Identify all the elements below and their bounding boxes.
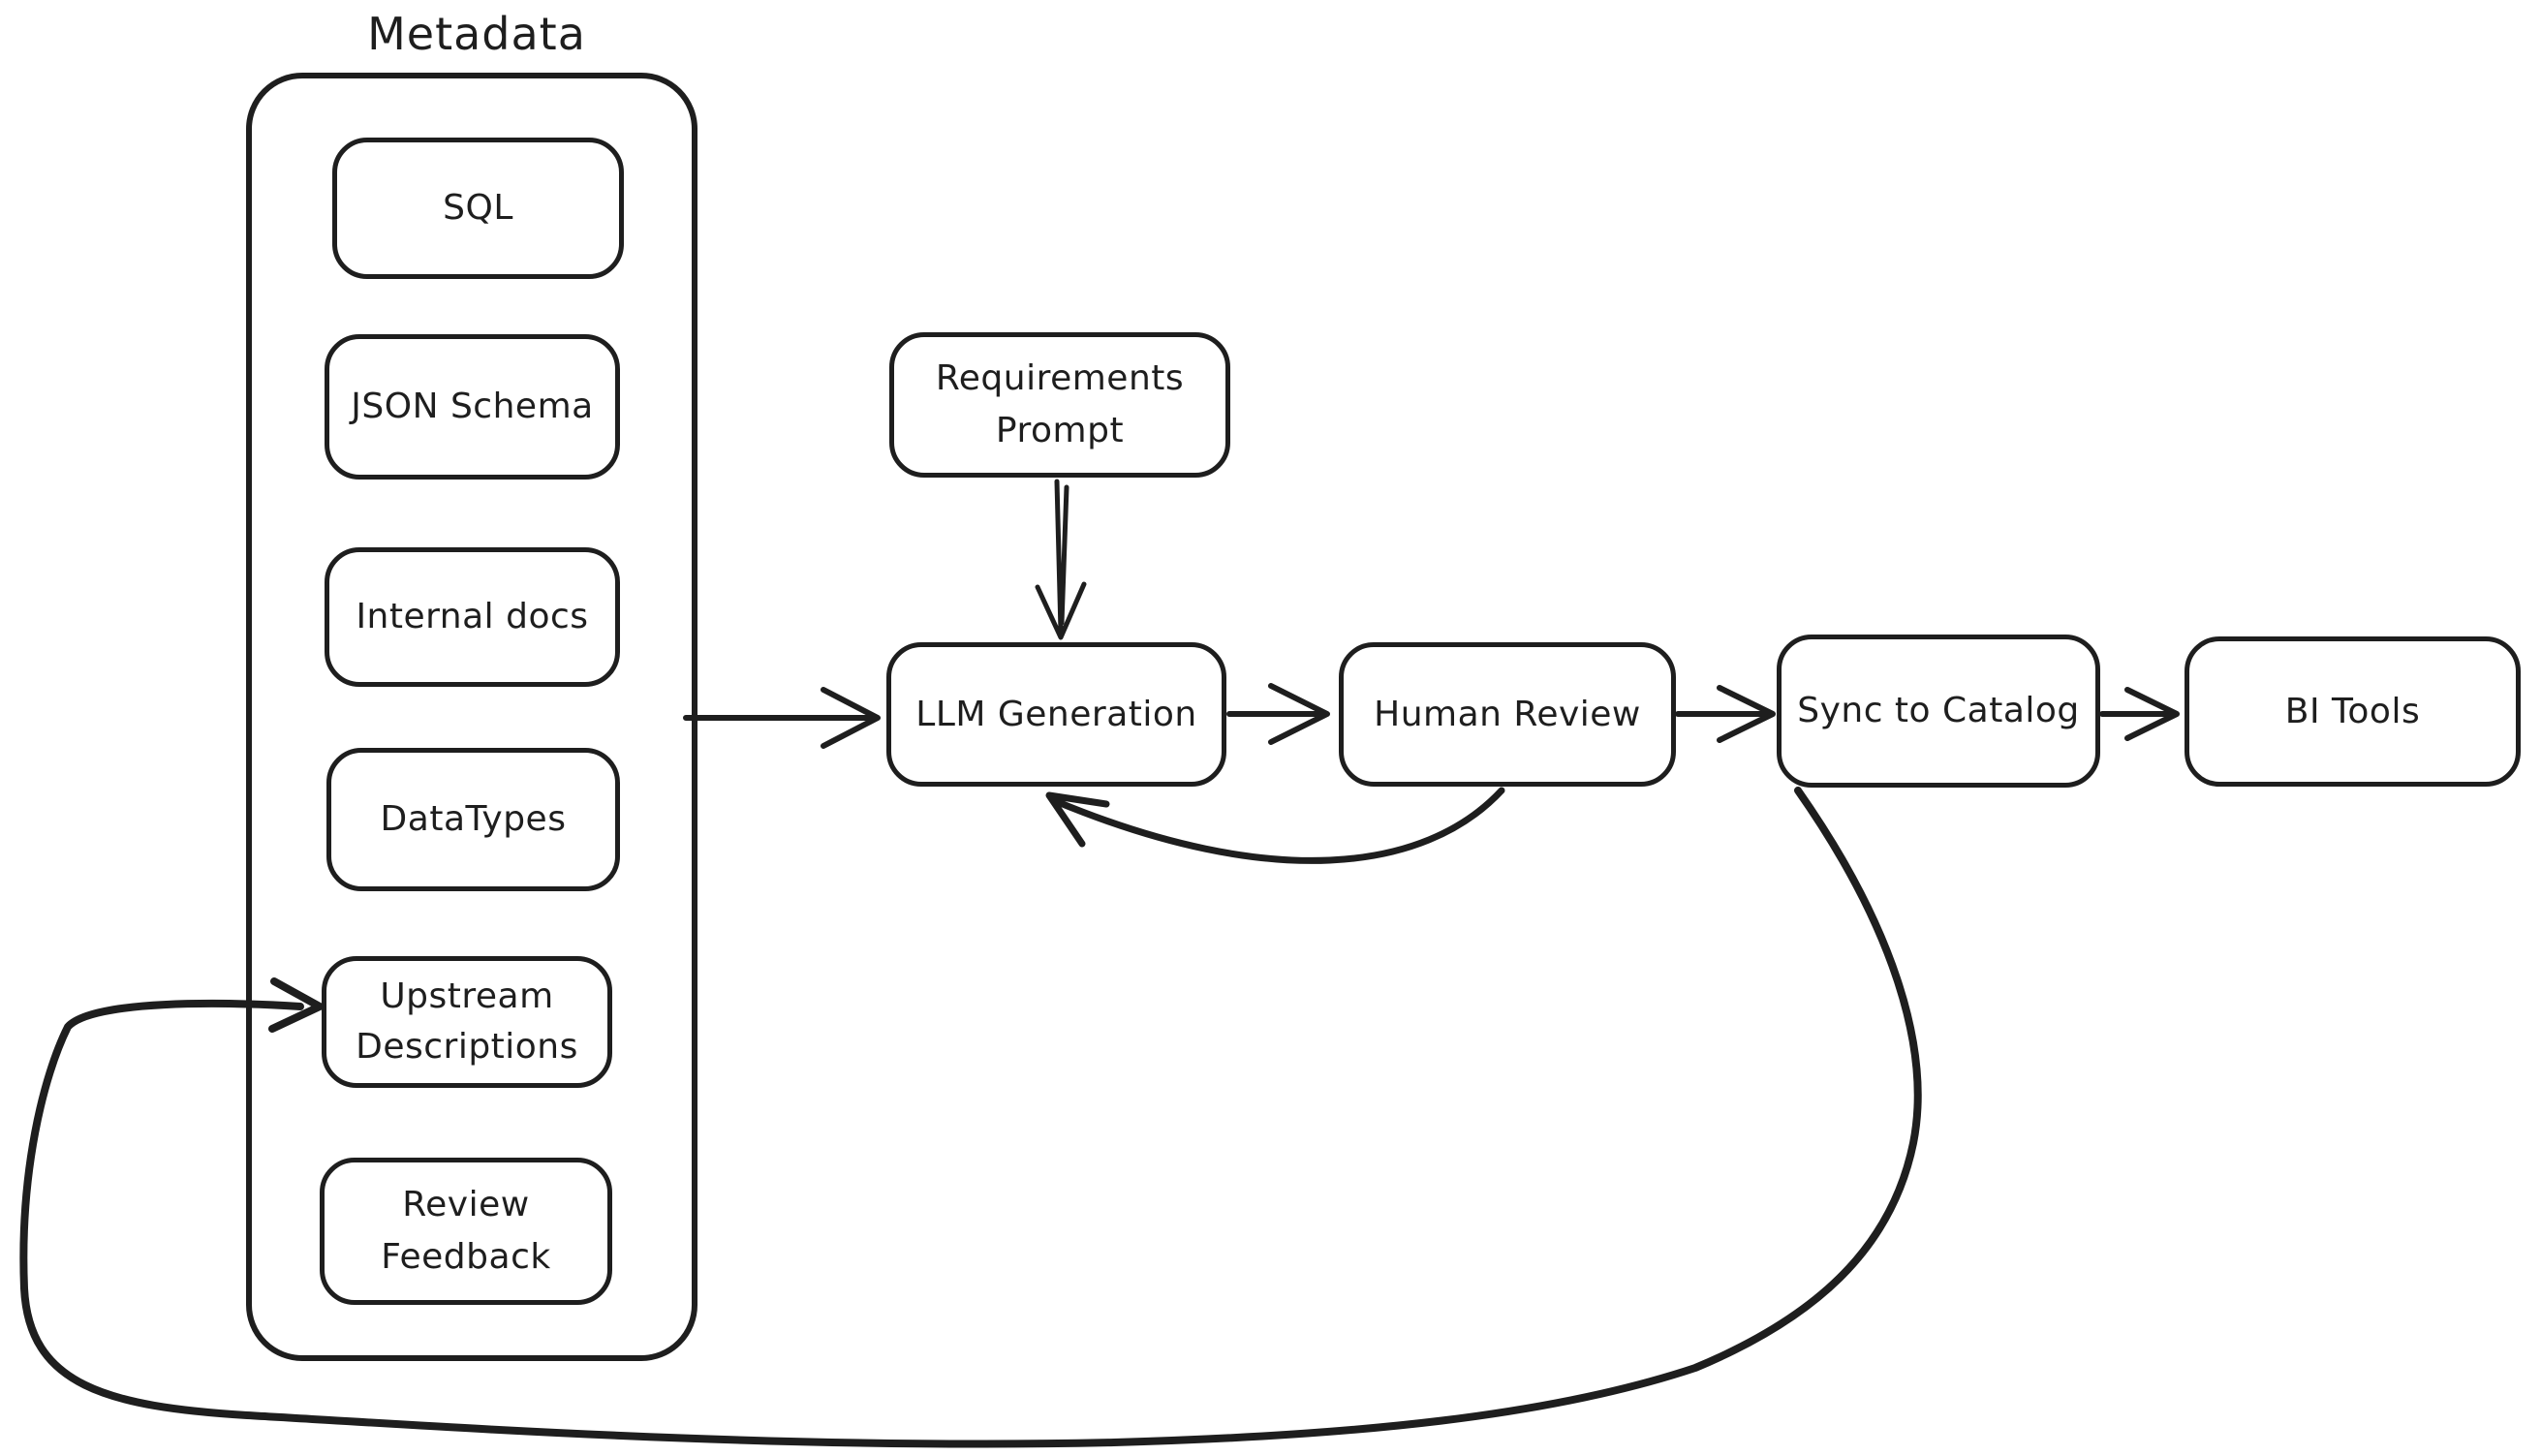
node-human-review: Human Review [1339, 642, 1676, 787]
edge-llm-generation-to-human-review [1226, 683, 1330, 745]
edge-human-review-to-sync-to-catalog [1675, 685, 1776, 743]
metadata-group-frame [246, 73, 697, 1361]
node-sql: SQL [332, 138, 624, 279]
node-requirements-prompt: Requirements Prompt [889, 332, 1230, 478]
node-internal-docs: Internal docs [325, 547, 620, 687]
node-datatypes: DataTypes [326, 748, 620, 891]
edge-sync-to-catalog-to-upstream-descriptions-loop [19, 787, 1922, 1448]
node-bi-tools: BI Tools [2185, 636, 2521, 787]
node-review-feedback: Review Feedback [320, 1158, 612, 1305]
edge-sync-to-catalog-to-bi-tools [2099, 687, 2180, 741]
edge-metadata-to-llm-generation [683, 687, 881, 749]
node-upstream-descriptions: Upstream Descriptions [322, 956, 612, 1088]
node-llm-generation: LLM Generation [886, 642, 1226, 787]
node-sync-to-catalog: Sync to Catalog [1777, 635, 2100, 788]
edge-requirements-prompt-to-llm-generation [1035, 479, 1087, 640]
metadata-group-title: Metadata [367, 8, 586, 60]
node-json-schema: JSON Schema [325, 334, 620, 480]
edge-human-review-to-llm-generation-feedback [1045, 787, 1505, 864]
